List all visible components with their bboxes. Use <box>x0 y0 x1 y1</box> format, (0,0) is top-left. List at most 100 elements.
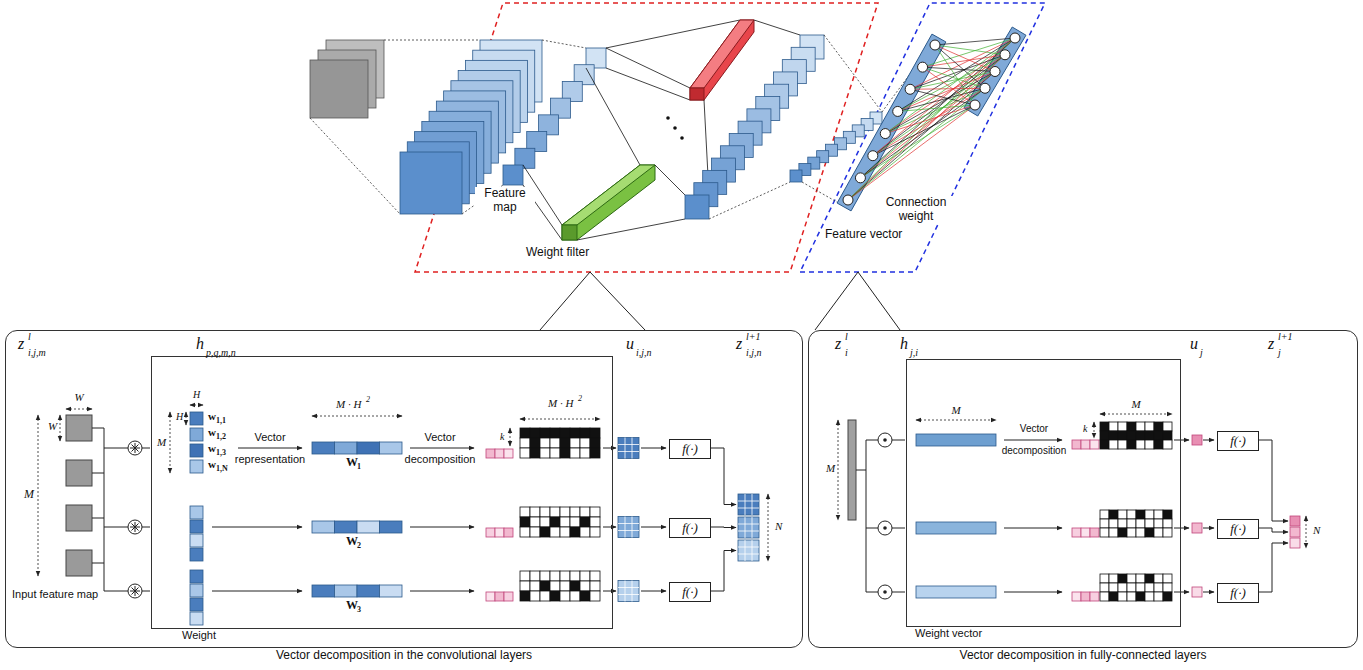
neuron <box>980 83 990 93</box>
binary-cell <box>570 581 580 591</box>
output-unit <box>1290 538 1300 548</box>
connector-line <box>606 20 740 48</box>
flow-arrow <box>603 527 616 528</box>
connection-weight-line <box>873 38 1015 156</box>
branch-line <box>892 440 905 441</box>
binary-cell <box>580 591 590 601</box>
connection-weight-line <box>848 88 985 200</box>
function-box: f(·) <box>1217 519 1259 539</box>
binary-cell <box>520 428 530 438</box>
weight-filter-cell <box>190 612 203 625</box>
math-symbol: h <box>900 335 908 353</box>
dimension-arrow <box>38 415 39 576</box>
input-feature-map <box>66 415 92 441</box>
weight-vector-segment <box>335 521 358 533</box>
binary-cell <box>570 507 580 517</box>
dimension-arrow <box>510 428 511 446</box>
projection-line <box>542 40 586 48</box>
product-symbol-dot <box>883 438 887 442</box>
panel-box: Vector decomposition in the convolutiona… <box>5 330 803 648</box>
input-feature-map <box>66 505 92 531</box>
product-symbol <box>878 433 892 447</box>
connection-weight-line <box>898 55 1005 112</box>
math-symbol: W <box>48 420 57 433</box>
binary-cell <box>520 591 530 601</box>
binary-cell <box>1100 583 1109 592</box>
binary-cell <box>1136 431 1145 440</box>
binary-cell <box>580 438 590 448</box>
text-label: Input feature map <box>12 588 98 601</box>
branch-line <box>92 428 104 429</box>
flow-arrow <box>212 527 302 528</box>
binary-cell <box>520 581 530 591</box>
weight-vector-segment <box>357 585 380 597</box>
weight-filter-cell <box>190 548 203 561</box>
binary-cell <box>570 571 580 581</box>
branch-line <box>92 563 104 564</box>
connection-weight-line <box>885 38 1015 134</box>
callout-line <box>590 272 645 330</box>
grid-line <box>738 501 759 502</box>
coefficient-cell <box>1081 440 1090 449</box>
grid-line <box>745 540 746 561</box>
feature-map-layer <box>400 152 462 214</box>
binary-cell <box>550 507 560 517</box>
projection-line <box>802 182 842 205</box>
binary-cell <box>1118 574 1127 583</box>
binary-cell <box>520 448 530 458</box>
binary-cell <box>1154 583 1163 592</box>
connection-weight-line <box>910 88 985 89</box>
math-symbol: z <box>1268 335 1274 353</box>
panel-box: Vector decomposition in fully-connected … <box>808 330 1358 648</box>
function-box: f(·) <box>1217 583 1259 603</box>
binary-cell <box>540 527 550 537</box>
binary-cell <box>1127 592 1136 601</box>
binary-cell <box>530 448 540 458</box>
symbol-stroke <box>132 524 139 531</box>
connection-weight-line <box>860 88 985 178</box>
binary-cell <box>1163 510 1172 519</box>
binary-cell <box>560 517 570 527</box>
binary-cell <box>1154 431 1163 440</box>
binary-cell <box>1145 528 1154 537</box>
binary-cell <box>540 517 550 527</box>
weight-vector-segment <box>312 585 335 597</box>
weight-filter-cell <box>190 460 203 473</box>
weight-vector-segment <box>312 521 335 533</box>
binary-cell <box>1127 583 1136 592</box>
flow-arrow <box>1203 440 1214 441</box>
feature-map-layer <box>503 165 523 185</box>
input-feature-map <box>66 460 92 486</box>
binary-cell <box>1136 422 1145 431</box>
math-symbol: N <box>775 520 782 533</box>
flow-arrow <box>641 591 666 592</box>
binary-cell <box>1127 440 1136 449</box>
grid-line <box>632 438 633 459</box>
input-feature-vector <box>848 420 856 520</box>
ellipsis-dot <box>666 116 670 120</box>
math-symbol: i,j,n <box>746 347 762 359</box>
coefficient-cell <box>1072 528 1081 537</box>
math-symbol: l+1 <box>746 331 761 343</box>
binary-cell <box>570 591 580 601</box>
weight-filter-top <box>690 20 754 88</box>
weight-vector-segment <box>380 442 403 454</box>
panel-caption: Vector decomposition in fully-connected … <box>809 648 1357 662</box>
binary-cell <box>580 507 590 517</box>
coefficient-cell <box>495 449 504 458</box>
text-label: Vector representation <box>225 426 315 470</box>
math-symbol: z <box>835 335 841 353</box>
binary-cell <box>590 581 600 591</box>
binary-cell <box>1163 574 1172 583</box>
weight-filter-front <box>690 88 704 100</box>
binary-cell <box>1109 431 1118 440</box>
binary-cell <box>1163 528 1172 537</box>
binary-cell <box>1145 440 1154 449</box>
binary-cell <box>560 448 570 458</box>
binary-cell <box>1109 510 1118 519</box>
neuron <box>1010 33 1020 43</box>
flow-arrow <box>1174 440 1189 441</box>
coefficient-cell <box>1081 528 1090 537</box>
binary-cell <box>1145 422 1154 431</box>
binary-cell <box>1136 519 1145 528</box>
